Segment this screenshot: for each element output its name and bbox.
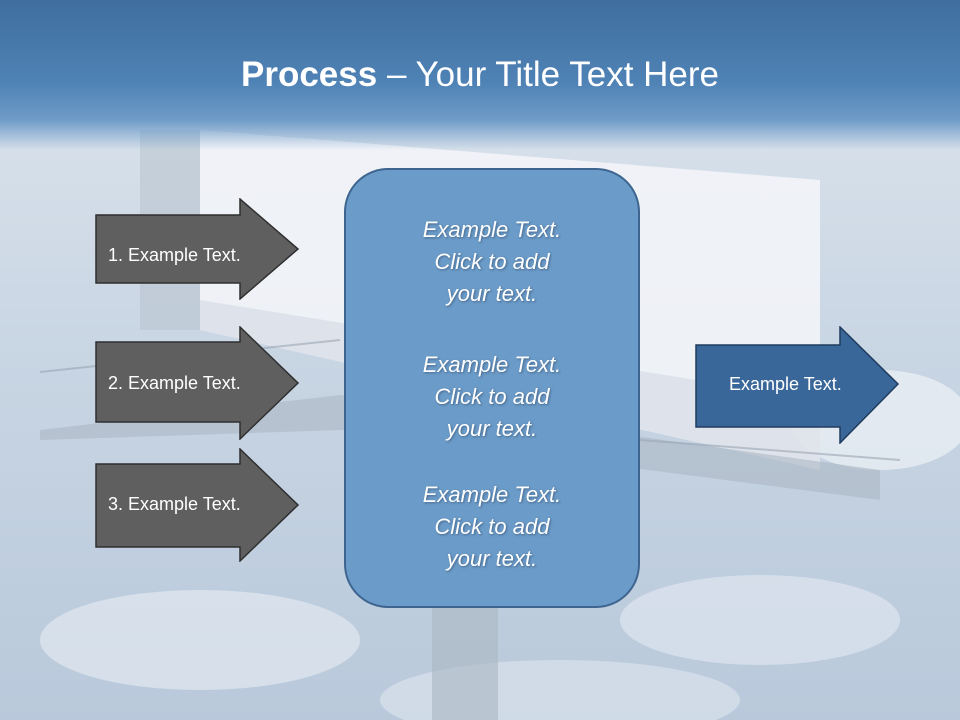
center-paragraph-3: Example Text. Click to add your text. xyxy=(346,479,638,575)
paragraph-line: Example Text. xyxy=(422,217,562,242)
paragraph-line: Example Text. xyxy=(422,352,562,377)
slide-title[interactable]: Process – Your Title Text Here xyxy=(0,52,960,98)
left-arrow-1[interactable]: 1. Example Text. xyxy=(95,198,300,300)
title-rest: – Your Title Text Here xyxy=(377,55,719,94)
left-arrow-label: 1. Example Text. xyxy=(108,245,241,265)
left-arrow-label: 3. Example Text. xyxy=(108,494,241,514)
title-bold: Process xyxy=(241,55,378,94)
paragraph-line: Click to add xyxy=(434,514,550,539)
left-arrow-label: 2. Example Text. xyxy=(108,373,241,393)
arrow-shape xyxy=(695,326,900,444)
paragraph-line: your text. xyxy=(446,546,538,571)
paragraph-line: your text. xyxy=(446,281,538,306)
arrow-shape xyxy=(95,448,300,562)
right-arrow[interactable]: Example Text. xyxy=(695,326,900,444)
arrow-shape xyxy=(95,198,300,300)
paragraph-line: Click to add xyxy=(434,384,550,409)
header-band xyxy=(0,0,960,150)
center-paragraph-1: Example Text. Click to add your text. xyxy=(346,214,638,310)
right-arrow-label: Example Text. xyxy=(729,374,842,394)
paragraph-line: Example Text. xyxy=(422,482,562,507)
arrow-shape xyxy=(95,326,300,440)
center-paragraph-2: Example Text. Click to add your text. xyxy=(346,349,638,445)
paragraph-line: Click to add xyxy=(434,249,550,274)
left-arrow-3[interactable]: 3. Example Text. xyxy=(95,448,300,562)
paragraph-line: your text. xyxy=(446,416,538,441)
center-text-box[interactable]: Example Text. Click to add your text. Ex… xyxy=(344,168,640,608)
left-arrow-2[interactable]: 2. Example Text. xyxy=(95,326,300,440)
